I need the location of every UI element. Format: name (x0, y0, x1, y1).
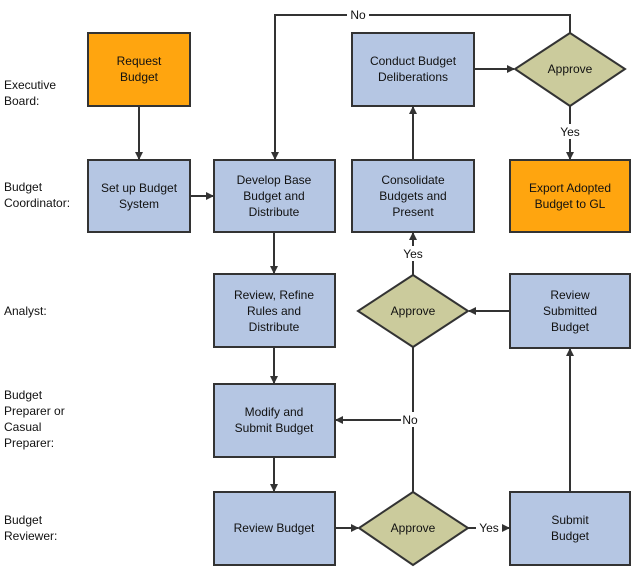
decision-approve-analyst: Approve (356, 273, 470, 349)
svg-text:Review Budget: Review Budget (234, 521, 315, 535)
label-bg (347, 7, 369, 22)
connectors (135, 14, 574, 532)
edge-label-board-no: No (350, 8, 366, 22)
edge-label-board-yes: Yes (560, 125, 580, 139)
svg-text:Approve: Approve (548, 62, 593, 76)
edge-label-analyst-yes: Yes (403, 247, 423, 261)
edge-label-reviewer-yes: Yes (479, 521, 499, 535)
node-review-budget: Review Budget (213, 491, 336, 566)
decision-approve-board: Approve (513, 31, 627, 108)
svg-text:Approve: Approve (391, 521, 436, 535)
edge-label-reviewer-no: No (402, 413, 418, 427)
lane-analyst: Analyst: (4, 304, 47, 318)
arrow-no-to-develop (271, 14, 571, 160)
label-bg (399, 246, 427, 261)
label-bg (476, 520, 502, 535)
label-bg (556, 124, 584, 139)
decision-approve-reviewer: Approve (357, 490, 470, 567)
svg-text:Approve: Approve (391, 304, 436, 318)
label-bg (401, 412, 423, 427)
